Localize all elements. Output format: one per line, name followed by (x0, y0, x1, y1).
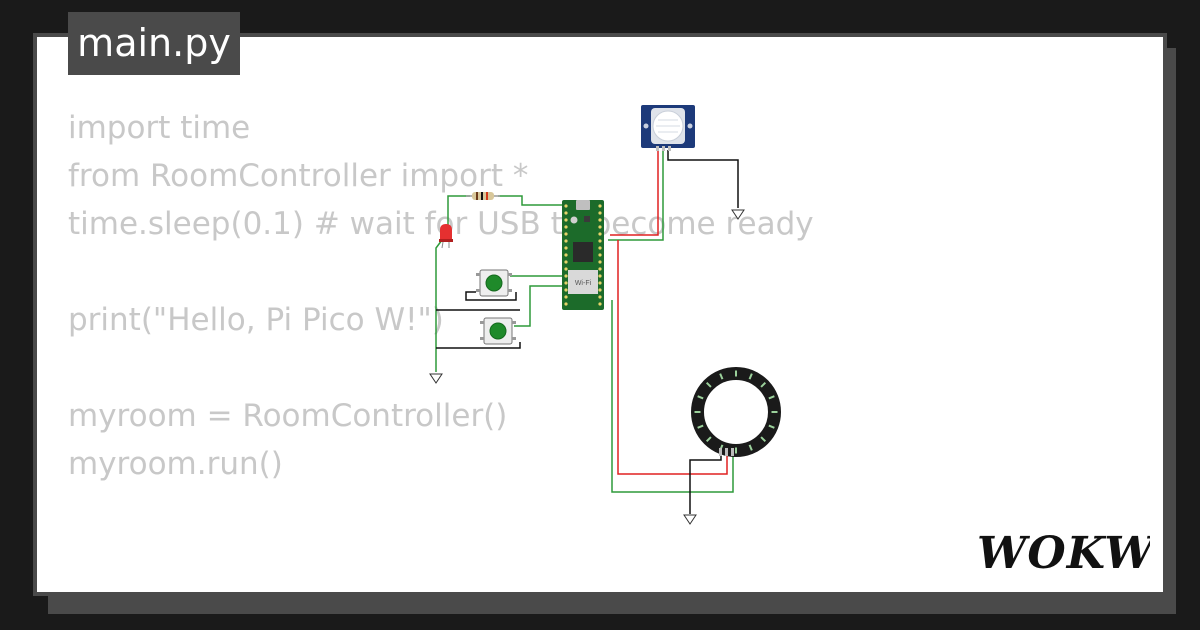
ground-symbol-pir (731, 209, 745, 220)
ring-led (748, 373, 753, 380)
code-line: myroom.run() (68, 446, 283, 482)
wire-ring-data (611, 300, 734, 493)
code-line: from RoomController import * (68, 158, 529, 194)
board-pins (564, 204, 602, 306)
ring-led (735, 447, 737, 454)
wires (435, 150, 739, 514)
canvas-card (33, 33, 1167, 596)
resistor[interactable] (466, 192, 500, 200)
rp2040-chip (573, 242, 593, 262)
ring-led (705, 381, 712, 388)
ring-led (697, 395, 704, 400)
file-tab-label: main.py (77, 20, 231, 65)
wire-led-ground (435, 239, 443, 372)
ring-leds (694, 370, 778, 454)
ground-symbol-led (429, 373, 443, 384)
ring-led (768, 424, 775, 429)
ring-led (760, 381, 767, 388)
code-line: import time (68, 110, 251, 146)
wokwi-logo: WOKWi (977, 528, 1150, 576)
wire-ring-power (617, 240, 728, 475)
wifi-module-label: Wi-Fi (575, 280, 592, 287)
ring-led (694, 411, 701, 413)
pushbutton-2[interactable] (480, 317, 516, 345)
ring-led (735, 370, 737, 377)
wire-button1-ground (465, 291, 517, 301)
ring-led (705, 436, 712, 443)
wokwi-logo-text: WOKWi (977, 528, 1150, 576)
file-tab-main-py[interactable]: main.py (68, 12, 240, 75)
neopixel-ring[interactable] (691, 367, 781, 457)
wire-pir-power (610, 150, 659, 236)
wire-ring-ground (689, 455, 722, 514)
wire-button2-signal (514, 285, 566, 327)
wifi-module (568, 270, 598, 294)
wire-pir-ground (667, 150, 739, 208)
ring-led (760, 436, 767, 443)
ground-symbol-ring (683, 514, 697, 525)
code-line: myroom = RoomController() (68, 398, 508, 434)
ring-led (697, 424, 704, 429)
wire-button2-ground (436, 342, 521, 349)
ring-led (719, 373, 724, 380)
code-line: print("Hello, Pi Pico W!") (68, 302, 444, 338)
pushbutton-1[interactable] (476, 269, 512, 297)
pico-w-board[interactable]: Wi-Fi (562, 200, 604, 310)
pir-sensor[interactable] (641, 105, 695, 151)
usb-port (576, 200, 590, 210)
ring-led (748, 444, 753, 451)
ring-led (768, 395, 775, 400)
ring-led (771, 411, 778, 413)
led[interactable] (439, 224, 453, 249)
wire-pir-signal (608, 150, 664, 241)
wire-resistor-board (498, 195, 566, 206)
